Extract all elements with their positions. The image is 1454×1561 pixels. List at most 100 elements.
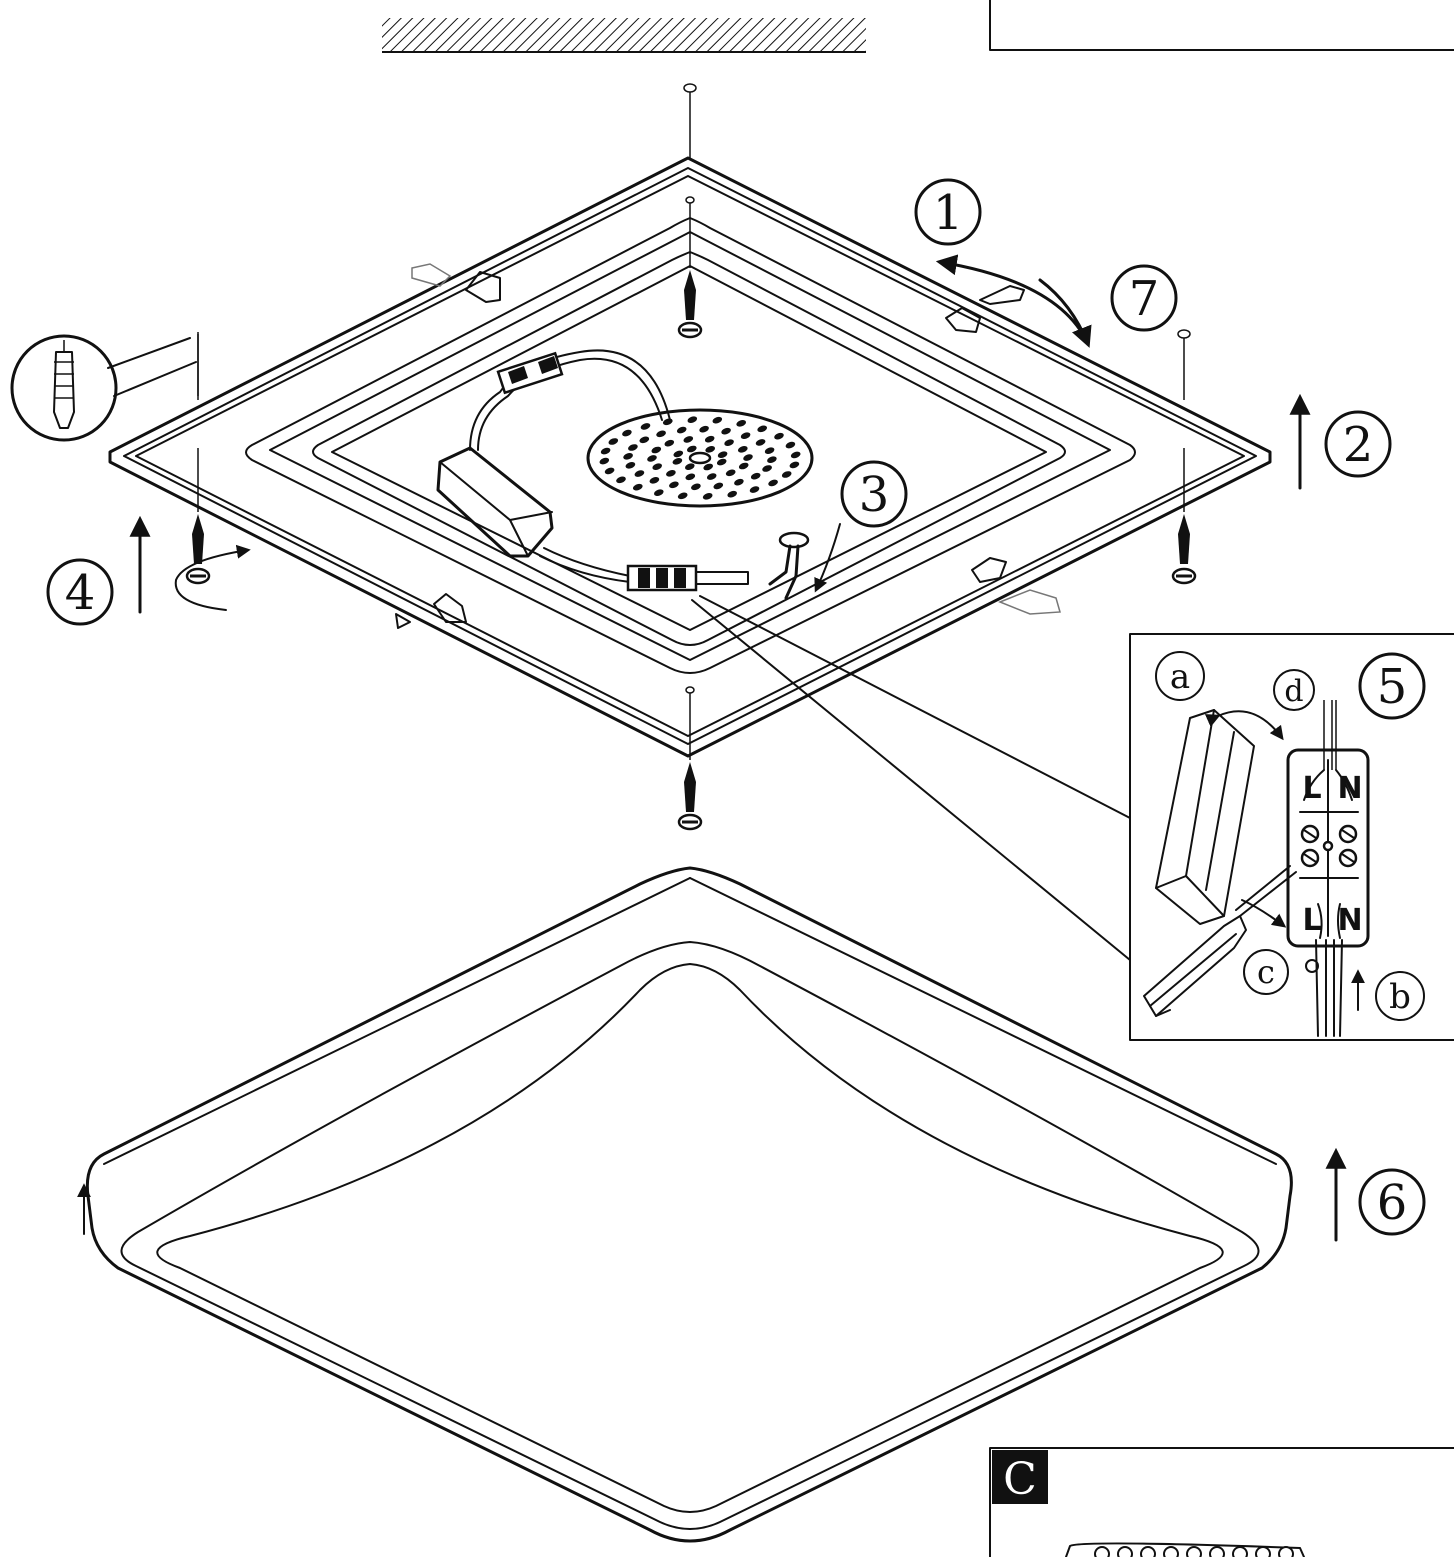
step-3: 3 [840, 460, 908, 528]
led-dot [599, 457, 610, 465]
led-dot [768, 479, 778, 487]
screw-icon [677, 762, 703, 831]
led-dot [790, 451, 801, 459]
led-dot [785, 441, 796, 449]
step-7: 7 [1110, 264, 1178, 332]
substep-a-letter: a [1170, 657, 1190, 697]
led-dot [632, 483, 643, 491]
step-2: 2 [1324, 410, 1392, 478]
substep-c-letter: c [1257, 953, 1275, 991]
led-dot [686, 445, 697, 453]
previous-panel-frame [989, 0, 1454, 51]
clip-cover-icon [1155, 709, 1255, 925]
led-dot [764, 447, 775, 454]
led-dot [662, 418, 673, 426]
led-dot [608, 438, 619, 445]
led-dot [762, 465, 772, 472]
led-dot [625, 462, 636, 469]
led-dot [623, 453, 633, 460]
led-dot [652, 463, 663, 470]
led-dot [713, 482, 724, 490]
panel-c: C [989, 1447, 1454, 1561]
screwdriver-icon [1143, 865, 1297, 1017]
terminal-label-l-bottom: L [1302, 903, 1321, 938]
panel-c-screw [1117, 1546, 1133, 1561]
led-dot [703, 463, 714, 471]
substep-a: a [1155, 651, 1205, 701]
wall-plug-icon [10, 332, 199, 442]
led-dot [704, 435, 715, 443]
callout-lines [691, 595, 1131, 961]
led-dot [622, 429, 632, 437]
led-dot [691, 483, 701, 491]
led-dot [600, 447, 611, 455]
led-dot [712, 416, 723, 424]
clip-icon [395, 263, 1061, 629]
led-dot [736, 420, 747, 427]
led-dot [706, 473, 717, 480]
led-dot [740, 432, 751, 439]
substep-d-letter: d [1284, 674, 1303, 709]
step-1-number: 1 [933, 185, 964, 241]
substep-c: c [1243, 949, 1289, 995]
step-4-number: 4 [65, 565, 96, 621]
led-dot [724, 439, 734, 446]
screw-icon [1171, 514, 1197, 585]
panel-c-screw [1094, 1546, 1110, 1561]
diffuser-cover [77, 866, 1293, 1543]
led-dot [725, 469, 736, 477]
step-5: 5 [1358, 652, 1426, 720]
panel-c-screw [1232, 1546, 1248, 1561]
step5-inset [1129, 633, 1454, 1041]
led-dot [628, 444, 638, 451]
panel-c-screw [1140, 1546, 1156, 1561]
led-dot [734, 478, 744, 486]
led-dot [666, 470, 676, 477]
led-dot [616, 476, 626, 484]
ceiling-hatch-icon [382, 18, 866, 53]
led-dot [737, 446, 748, 453]
step-6-number: 6 [1377, 1175, 1408, 1231]
led-dot [656, 430, 666, 438]
led-dot [705, 446, 716, 453]
step-5-number: 5 [1377, 659, 1408, 715]
screw-icon [185, 514, 211, 585]
led-dot [651, 446, 662, 454]
led-dot [669, 481, 679, 489]
terminal-block-icon [1286, 700, 1370, 1037]
screw-icon [677, 270, 703, 339]
base-plate [108, 156, 1272, 758]
led-dot [677, 492, 688, 500]
terminal-label-n-top: N [1337, 771, 1362, 806]
led-dot [699, 425, 709, 433]
terminal-label-l-top: L [1302, 771, 1321, 806]
led-dot [640, 423, 651, 430]
step-1: 1 [914, 178, 982, 246]
substep-b-letter: b [1389, 977, 1411, 1017]
led-dot [653, 489, 664, 496]
panel-c-screw [1278, 1546, 1294, 1561]
led-dot [676, 426, 687, 434]
led-dot [750, 472, 761, 480]
led-dot [727, 490, 738, 498]
led-dot [685, 473, 696, 481]
led-disc-icon [586, 408, 814, 508]
led-dot [672, 458, 683, 465]
led-dot [604, 467, 615, 475]
led-dot [702, 493, 713, 500]
led-dot [683, 436, 694, 443]
terminal-label-n-bottom: N [1337, 903, 1362, 938]
led-dot [639, 436, 650, 444]
led-dot [743, 454, 753, 461]
led-dot [757, 425, 768, 433]
substep-b: b [1375, 971, 1425, 1021]
step-2-number: 2 [1343, 417, 1374, 473]
panel-c-label: C [1003, 1454, 1037, 1505]
led-dot [755, 439, 766, 446]
led-dot [687, 416, 698, 423]
cable-wires [768, 531, 810, 600]
panel-c-screw [1163, 1546, 1179, 1561]
led-dot [767, 456, 777, 463]
